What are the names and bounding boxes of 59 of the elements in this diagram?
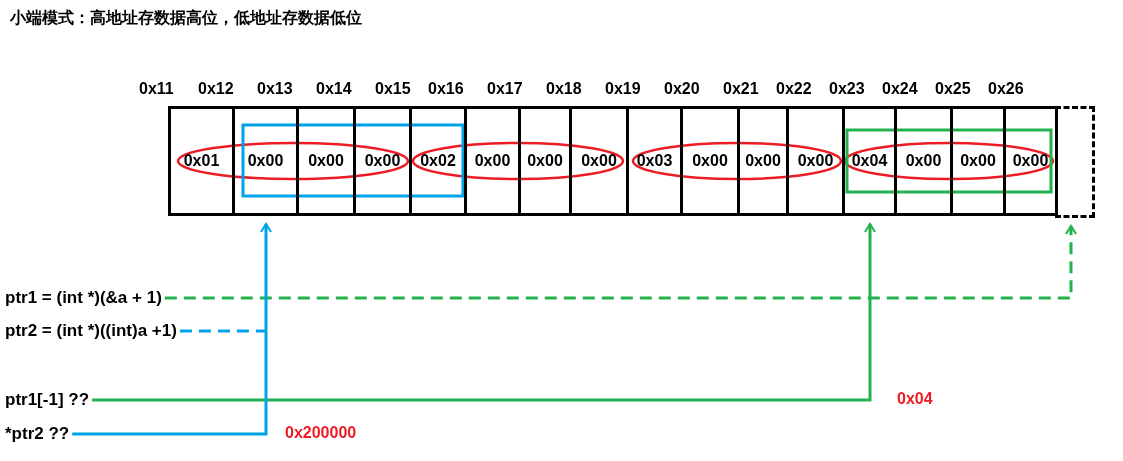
memory-cell [626,106,683,216]
code-expression: ptr2 = (int *)((int)a +1) [5,321,177,341]
memory-cell [353,106,412,216]
byte-value: 0x00 [308,152,344,170]
byte-value: 0x00 [474,152,511,170]
memory-cell [232,106,299,216]
address-label: 0x11 [139,80,174,98]
pointer-arrow [164,225,1077,300]
byte-value: 0x00 [364,152,401,170]
title: 小端模式：高地址存数据高位，低地址存数据低位 [10,8,362,28]
address-label: 0x19 [605,80,641,98]
byte-value: 0x00 [581,152,617,170]
memory-cell [168,106,235,216]
memory-cell [950,106,1006,216]
byte-value: 0x00 [1012,152,1049,170]
address-label: 0x15 [375,80,411,98]
memory-cell [842,106,897,216]
address-label: 0x16 [428,80,464,98]
byte-value: 0x00 [797,152,834,170]
byte-value: 0x04 [851,152,888,170]
code-expression: ptr1 = (int *)(&a + 1) [5,288,162,308]
memory-cell [518,106,572,216]
byte-value: 0x00 [247,152,284,170]
address-label: 0x20 [664,80,700,98]
byte-value: 0x00 [692,152,728,170]
answer-value: 0x04 [897,390,933,408]
byte-value: 0x01 [183,152,220,170]
memory-cell [894,106,953,216]
empty-memory-cell [1055,106,1095,218]
address-label: 0x17 [487,80,523,98]
byte-value: 0x00 [905,152,942,170]
address-label: 0x12 [198,80,234,98]
address-label: 0x13 [257,80,293,98]
address-label: 0x23 [829,80,865,98]
address-label: 0x21 [723,80,759,98]
address-label: 0x22 [776,80,812,98]
address-label: 0x24 [882,80,918,98]
memory-cell [569,106,629,216]
memory-cell [1003,106,1058,216]
code-expression: *ptr2 ?? [5,424,70,444]
memory-cell [464,106,521,216]
code-expression: ptr1[-1] ?? [5,390,90,410]
memory-cell [737,106,789,216]
byte-value: 0x00 [527,152,563,170]
address-label: 0x25 [935,80,971,98]
address-label: 0x14 [316,80,352,98]
memory-cell [296,106,356,216]
byte-value: 0x00 [745,152,781,170]
address-label: 0x18 [546,80,582,98]
byte-value: 0x00 [960,152,996,170]
answer-value: 0x200000 [285,424,357,442]
memory-cell [680,106,740,216]
byte-value: 0x02 [420,152,456,170]
memory-cell [409,106,467,216]
byte-value: 0x03 [636,152,673,170]
memory-cell [786,106,845,216]
address-label: 0x26 [988,80,1024,98]
pointer-arrow [92,223,876,402]
pointer-arrow [72,223,272,436]
